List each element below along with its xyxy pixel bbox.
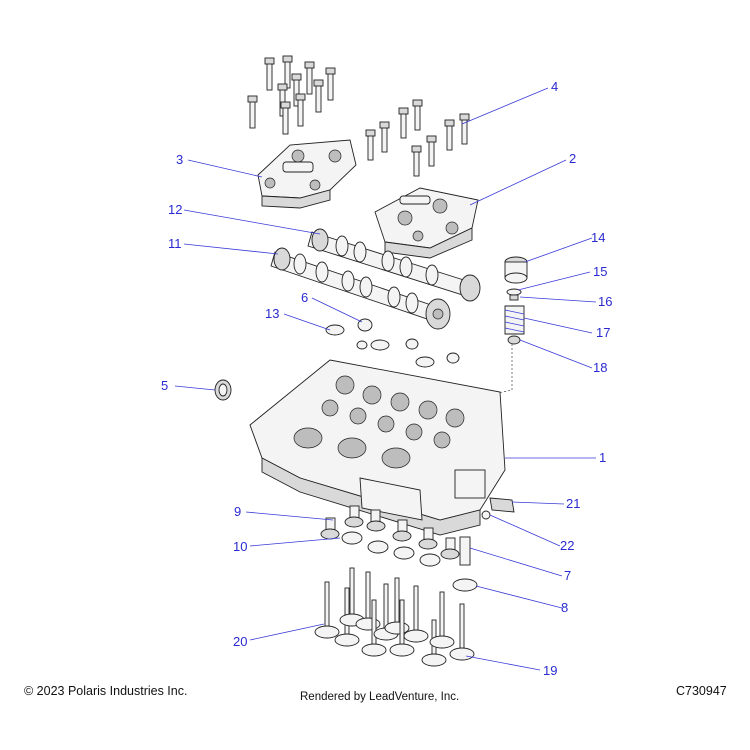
cam-cap-left bbox=[257, 139, 357, 209]
callout-4: 4 bbox=[551, 79, 558, 94]
callout-22: 22 bbox=[560, 538, 574, 553]
callout-19: 19 bbox=[543, 663, 557, 678]
callout-21: 21 bbox=[566, 496, 580, 511]
callout-labels: 1 2 3 4 5 6 7 8 9 10 11 12 13 14 15 16 1… bbox=[161, 79, 612, 678]
valves bbox=[314, 567, 475, 667]
callout-13: 13 bbox=[265, 306, 279, 321]
copyright-notice: © 2023 Polaris Industries Inc. bbox=[24, 684, 188, 698]
camshaft-intake bbox=[307, 228, 481, 302]
callout-18: 18 bbox=[593, 360, 607, 375]
callout-16: 16 bbox=[598, 294, 612, 309]
callout-2: 2 bbox=[569, 151, 576, 166]
callout-15: 15 bbox=[593, 264, 607, 279]
callout-17: 17 bbox=[596, 325, 610, 340]
seals-and-plugs bbox=[214, 318, 460, 401]
callout-7: 7 bbox=[564, 568, 571, 583]
callout-10: 10 bbox=[233, 539, 247, 554]
diagram-code: C730947 bbox=[676, 684, 727, 698]
callout-12: 12 bbox=[168, 202, 182, 217]
callout-8: 8 bbox=[561, 600, 568, 615]
camshaft-exhaust bbox=[270, 247, 451, 330]
callout-20: 20 bbox=[233, 634, 247, 649]
valve-train-stack bbox=[487, 256, 528, 440]
callout-11: 11 bbox=[168, 236, 182, 251]
callout-3: 3 bbox=[176, 152, 183, 167]
cam-cap-bolts-left bbox=[247, 55, 336, 135]
callout-5: 5 bbox=[161, 378, 168, 393]
callout-9: 9 bbox=[234, 504, 241, 519]
callout-1: 1 bbox=[599, 450, 606, 465]
cam-cap-bolts-right bbox=[365, 99, 470, 177]
cylinder-head bbox=[249, 359, 515, 536]
callout-6: 6 bbox=[301, 290, 308, 305]
cam-cap-right bbox=[374, 187, 479, 259]
leader-lines bbox=[174, 87, 597, 671]
valve-guides-and-seals bbox=[320, 505, 478, 592]
callout-14: 14 bbox=[591, 230, 605, 245]
rendered-by-credit: Rendered by LeadVenture, Inc. bbox=[300, 691, 460, 703]
